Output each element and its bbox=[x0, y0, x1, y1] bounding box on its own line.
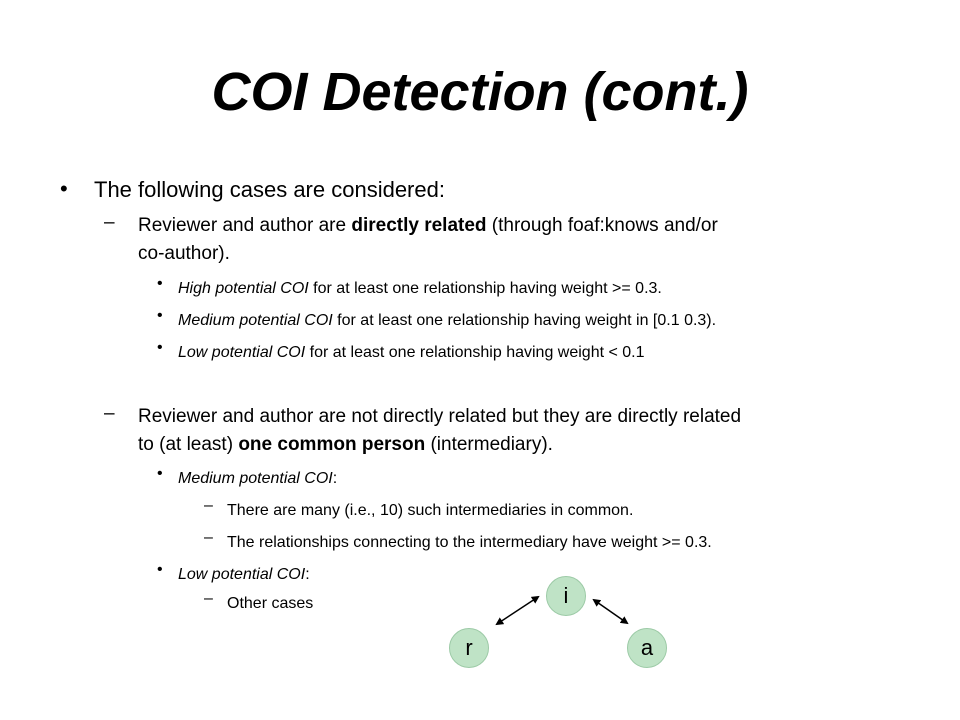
direct-item-high-rest: for at least one relationship having wei… bbox=[308, 280, 662, 297]
direct-relation-line1: Reviewer and author are directly related… bbox=[138, 212, 718, 240]
bullet-marker: • bbox=[157, 339, 163, 356]
low-coi-colon: : bbox=[305, 566, 310, 583]
slide-title: COI Detection (cont.) bbox=[211, 62, 749, 122]
direct-item-medium-rest: for at least one relationship having wei… bbox=[332, 312, 717, 329]
direct-bold: directly related bbox=[351, 215, 487, 236]
direct-item-high-em: High potential COI bbox=[178, 280, 309, 297]
relationship-diagram: i r a bbox=[440, 560, 700, 710]
dash-marker: – bbox=[104, 212, 115, 233]
low-coi-heading: Low potential COI: bbox=[178, 561, 310, 589]
bullet-cases-considered: The following cases are considered: bbox=[94, 177, 445, 202]
indirect-relation-line2: to (at least) one common person (interme… bbox=[138, 431, 553, 459]
arrow-r-i bbox=[495, 595, 540, 626]
bullet-marker: • bbox=[157, 465, 163, 482]
direct-item-low: Low potential COI for at least one relat… bbox=[178, 339, 645, 367]
dash-marker: – bbox=[204, 590, 213, 607]
arrow-i-a bbox=[592, 598, 629, 625]
dash-marker: – bbox=[204, 497, 213, 514]
indirect-suffix: (intermediary). bbox=[425, 434, 553, 455]
direct-item-medium: Medium potential COI for at least one re… bbox=[178, 307, 716, 335]
node-i: i bbox=[546, 576, 586, 616]
direct-item-medium-em: Medium potential COI bbox=[178, 312, 333, 329]
bullet-marker: • bbox=[157, 561, 163, 578]
node-r: r bbox=[449, 628, 489, 668]
direct-suffix: (through foaf:knows and/or bbox=[486, 215, 718, 236]
bullet-marker: • bbox=[60, 176, 68, 201]
bullet-marker: • bbox=[157, 307, 163, 324]
diagram-arrows bbox=[495, 595, 629, 626]
indirect-prefix: to (at least) bbox=[138, 434, 239, 455]
medium-coi-em: Medium potential COI bbox=[178, 470, 333, 487]
dash-marker: – bbox=[204, 529, 213, 546]
direct-relation-line2: co-author). bbox=[138, 243, 230, 264]
medium-coi-item: There are many (i.e., 10) such intermedi… bbox=[227, 502, 634, 519]
direct-item-high: High potential COI for at least one rela… bbox=[178, 275, 662, 303]
direct-prefix: Reviewer and author are bbox=[138, 215, 352, 236]
low-coi-em: Low potential COI bbox=[178, 566, 306, 583]
indirect-relation-line1: Reviewer and author are not directly rel… bbox=[138, 406, 742, 427]
direct-item-low-rest: for at least one relationship having wei… bbox=[305, 344, 645, 361]
bullet-marker: • bbox=[157, 275, 163, 292]
medium-coi-heading: Medium potential COI: bbox=[178, 465, 337, 493]
medium-coi-item: The relationships connecting to the inte… bbox=[227, 534, 712, 551]
dash-marker: – bbox=[104, 403, 115, 424]
indirect-bold: one common person bbox=[238, 434, 426, 455]
medium-coi-colon: : bbox=[332, 470, 338, 487]
low-coi-item: Other cases bbox=[227, 595, 314, 612]
node-a: a bbox=[627, 628, 667, 668]
direct-item-low-em: Low potential COI bbox=[178, 344, 306, 361]
